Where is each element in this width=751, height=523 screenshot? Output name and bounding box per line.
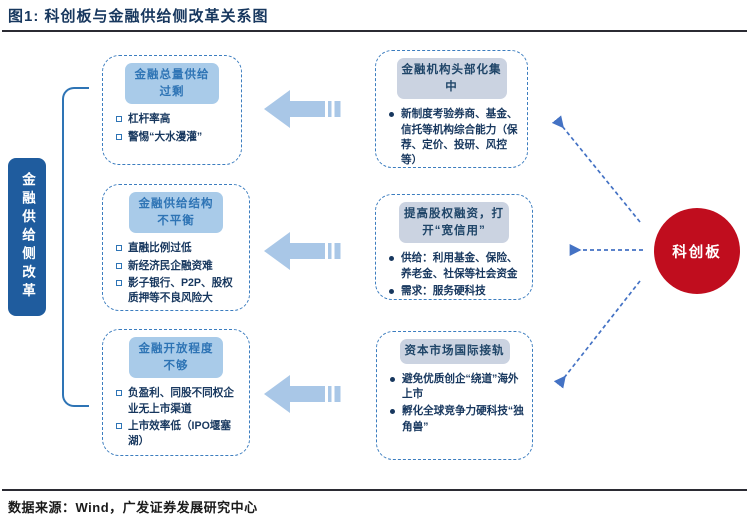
panel-insufficient-openness: 金融开放程度不够 负盈利、同股不同权企业无上市渠道 上市效率低（IPO堰塞湖） [102, 329, 250, 456]
panel-equity-financing: 提高股权融资，打开“宽信用” 供给：利用基金、保险、养老金、社保等社会资金 需求… [375, 194, 533, 300]
panel-header: 资本市场国际接轨 [399, 339, 510, 364]
bullet-item: 避免优质创企“绕道”海外上市 [389, 372, 524, 403]
figure-title: 图1: 科创板与金融供给侧改革关系图 [8, 8, 269, 25]
bullet-item: 直融比例过低 [115, 241, 241, 256]
title-divider [2, 30, 747, 32]
panel-header: 金融机构头部化集中 [396, 58, 507, 100]
bullet-item: 新经济民企融资难 [115, 259, 241, 274]
panel-header: 金融开放程度不够 [129, 337, 223, 379]
bullet-item: 负盈利、同股不同权企业无上市渠道 [115, 386, 241, 417]
bullet-item: 警惕“大水漫灌” [115, 130, 233, 145]
panel-institution-concentration: 金融机构头部化集中 新制度考验券商、基金、信托等机构综合能力（保荐、定价、投研、… [375, 50, 528, 168]
bullet-item: 上市效率低（IPO堰塞湖） [115, 419, 241, 450]
grouping-bracket [62, 87, 89, 407]
block-arrow-left-icon [264, 232, 341, 270]
bullet-list: 杠杆率高 警惕“大水漫灌” [109, 112, 235, 145]
bullet-item: 新制度考验券商、基金、信托等机构综合能力（保荐、定价、投研、风控等） [388, 107, 519, 168]
bullet-item: 需求：服务硬科技 [388, 284, 524, 299]
block-arrow-left-icon [264, 375, 341, 413]
block-arrow-left-icon [264, 90, 341, 128]
panel-header: 金融总量供给过剩 [125, 63, 219, 105]
panel-structural-imbalance: 金融供给结构不平衡 直融比例过低 新经济民企融资难 影子银行、P2P、股权质押等… [102, 184, 250, 311]
panel-header: 金融供给结构不平衡 [129, 192, 223, 234]
bullet-item: 杠杆率高 [115, 112, 233, 127]
bullet-list: 供给：利用基金、保险、养老金、社保等社会资金 需求：服务硬科技 [382, 251, 526, 299]
bullet-item: 孵化全球竞争力硬科技“独角兽” [389, 404, 524, 435]
bullet-item: 供给：利用基金、保险、养老金、社保等社会资金 [388, 251, 524, 282]
bullet-list: 新制度考验券商、基金、信托等机构综合能力（保荐、定价、投研、风控等） [382, 107, 521, 168]
bullet-list: 负盈利、同股不同权企业无上市渠道 上市效率低（IPO堰塞湖） [109, 386, 243, 449]
data-source-note: 数据来源：Wind，广发证券发展研究中心 [8, 500, 258, 515]
panel-header: 提高股权融资，打开“宽信用” [399, 202, 509, 244]
hub-star-market: 科创板 [654, 208, 740, 294]
footer-divider [2, 489, 747, 491]
bullet-list: 直融比例过低 新经济民企融资难 影子银行、P2P、股权质押等不良风险大 [109, 241, 243, 306]
panel-total-supply-excess: 金融总量供给过剩 杠杆率高 警惕“大水漫灌” [102, 55, 242, 165]
panel-international-alignment: 资本市场国际接轨 避免优质创企“绕道”海外上市 孵化全球竞争力硬科技“独角兽” [376, 331, 533, 460]
bullet-list: 避免优质创企“绕道”海外上市 孵化全球竞争力硬科技“独角兽” [383, 372, 526, 435]
bullet-item: 影子银行、P2P、股权质押等不良风险大 [115, 276, 241, 307]
vertical-label-financial-supply-side-reform: 金融供给侧改革 [8, 158, 46, 316]
